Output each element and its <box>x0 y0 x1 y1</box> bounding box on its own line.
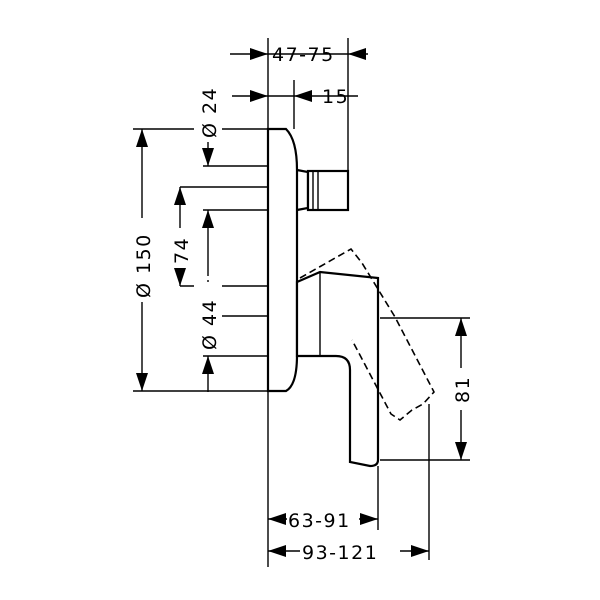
dim-plate-diameter-label: Ø 150 <box>133 233 155 298</box>
lever-open-position <box>299 247 435 421</box>
dim-spacing: 74 <box>166 187 194 286</box>
dim-top-width-label: 47-75 <box>272 44 335 66</box>
dim-depth-long: 93-121 <box>268 538 429 564</box>
dim-handle-height-label: 81 <box>452 376 474 403</box>
product-outline <box>266 127 435 468</box>
dim-pipe-diameter-label: Ø 24 <box>199 87 221 138</box>
dim-handle-height: 81 <box>447 318 475 460</box>
dim-depth-long-label: 93-121 <box>302 542 378 564</box>
diverter-knob <box>296 168 350 212</box>
dim-pipe-offset: 15 <box>232 86 358 108</box>
dim-depth-short-label: 63-91 <box>288 510 351 532</box>
dim-top-width: 47-75 <box>230 44 368 66</box>
dim-spacing-label: 74 <box>171 237 193 264</box>
dim-depth-short: 63-91 <box>268 506 378 532</box>
dim-plate-diameter: Ø 150 <box>128 129 156 391</box>
dim-handle-diameter: Ø 44 <box>194 280 222 392</box>
mixer-lever <box>295 270 380 468</box>
dim-pipe-offset-label: 15 <box>322 86 349 108</box>
wall-plate <box>266 127 299 393</box>
dim-handle-diameter-label: Ø 44 <box>199 299 221 350</box>
dim-pipe-diameter: Ø 24 <box>194 86 222 276</box>
